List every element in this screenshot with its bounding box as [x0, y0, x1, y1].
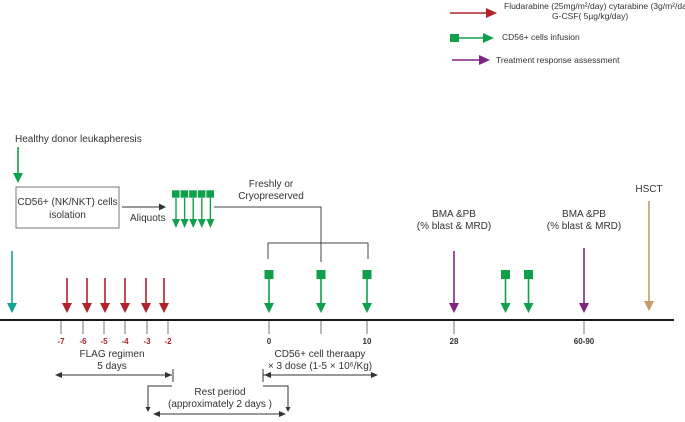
legend-item-flag: Fludarabine (25mg/m²/day) cytarabine (3g… — [450, 1, 685, 21]
tick-label: 0 — [267, 337, 272, 346]
green-square-arrow-icon — [316, 270, 326, 313]
legend: Fludarabine (25mg/m²/day) cytarabine (3g… — [450, 1, 685, 65]
bma2-label-line1: BMA &PB — [562, 209, 606, 220]
aliquot-vial-icon — [197, 189, 206, 228]
red-arrow-icon — [100, 278, 110, 313]
tick-label: -7 — [57, 337, 65, 346]
tan-arrow-icon — [644, 201, 654, 311]
bma2-label-line2: (% blast & MRD) — [547, 221, 621, 232]
connector-line — [214, 206, 322, 262]
red-arrowhead-icon — [486, 8, 497, 18]
dose-bracket — [267, 242, 369, 259]
legend-assessment-text: Treatment response assessment — [496, 55, 620, 65]
bma1-label-line2: (% blast & MRD) — [417, 221, 491, 232]
green-square-arrow-icon — [264, 270, 274, 313]
green-arrow-icon — [13, 147, 23, 183]
isolation-label-line1: CD56+ (NK/NKT) cells — [17, 197, 117, 208]
aliquot-vial-icon — [180, 189, 189, 228]
fresh-label-line1: Freshly or — [249, 179, 294, 190]
tick-label: -4 — [121, 337, 129, 346]
flag-span-arrow — [55, 369, 174, 382]
rest-label-line2: (approximately 2 days ) — [168, 399, 272, 410]
therapy-label-line2: × 3 dose (1-5 × 10⁶/Kg) — [268, 361, 372, 372]
flag-label-line1: FLAG regimen — [79, 349, 144, 360]
isolation-label-line2: isolation — [49, 210, 86, 221]
red-arrow-icon — [62, 278, 72, 313]
fresh-label-line2: Cryopreserved — [238, 191, 304, 202]
aliquot-group — [171, 189, 215, 228]
legend-infusion-text: CD56+ cells infusion — [502, 32, 580, 42]
hsct-label: HSCT — [635, 184, 662, 195]
legend-flag-line2: G-CSF( 5µg/kg/day) — [552, 11, 628, 21]
green-square-arrow-icon — [362, 270, 372, 313]
legend-flag-line1: Fludarabine (25mg/m²/day) cytarabine (3g… — [504, 1, 685, 11]
purple-arrowhead-icon — [479, 55, 490, 65]
tick-label: -6 — [79, 337, 87, 346]
rest-period-bracket — [145, 385, 291, 417]
leukapheresis-label: Healthy donor leukapheresis — [15, 134, 142, 145]
tick-label: -3 — [143, 337, 151, 346]
tick-label-28: 28 — [450, 337, 459, 346]
tick-label: -2 — [164, 337, 172, 346]
tick-label: 10 — [363, 337, 372, 346]
therapy-label-line1: CD56+ cell theraapy — [275, 349, 366, 360]
legend-item-assessment: Treatment response assessment — [452, 55, 620, 65]
red-arrow-icon — [141, 278, 151, 313]
aliquots-label: Aliquots — [130, 213, 166, 224]
green-arrowhead-icon — [483, 33, 494, 43]
red-arrow-icon — [82, 278, 92, 313]
therapy-mark-group: 0 10 — [264, 270, 372, 346]
teal-arrow-icon — [7, 251, 17, 313]
legend-item-infusion: CD56+ cells infusion — [450, 32, 580, 43]
purple-arrow-icon — [449, 251, 459, 313]
tick-label: -5 — [100, 337, 108, 346]
rest-label-line1: Rest period — [194, 387, 245, 398]
flag-label-line2: 5 days — [97, 361, 126, 372]
green-square-icon — [450, 34, 459, 42]
aliquot-vial-icon — [188, 189, 198, 228]
flag-tick-group: -7 -6 -5 -4 -3 -2 — [57, 321, 172, 346]
bma1-label-line1: BMA &PB — [432, 209, 476, 220]
purple-arrow-icon — [579, 248, 589, 313]
isolation-box — [15, 186, 120, 229]
aliquot-vial-icon — [205, 189, 215, 228]
flag-arrow-group — [62, 278, 169, 313]
green-square-arrow-icon — [500, 270, 511, 313]
green-square-arrow-icon — [523, 270, 534, 313]
tick-label-60-90: 60-90 — [574, 337, 595, 346]
therapy-span-arrow — [262, 369, 378, 382]
aliquot-vial-icon — [171, 189, 181, 228]
red-arrow-icon — [159, 278, 169, 313]
red-arrow-icon — [120, 278, 130, 313]
